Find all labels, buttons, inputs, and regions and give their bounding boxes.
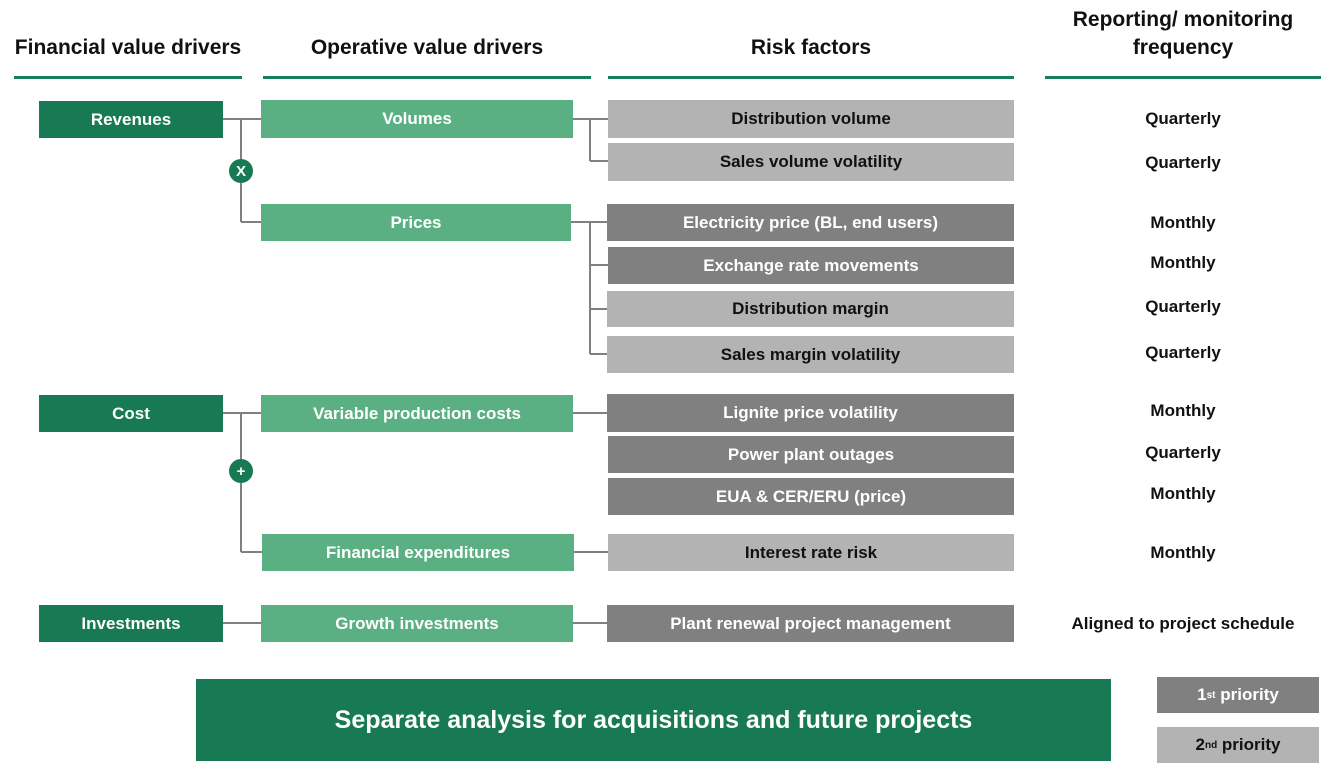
risk-factor: Power plant outages [608, 436, 1014, 473]
reporting-frequency: Quarterly [1145, 153, 1221, 172]
legend-second-suffix: nd [1204, 739, 1218, 751]
legend-first-text: priority [1215, 685, 1279, 704]
plus-operator-icon: + [229, 459, 253, 483]
risk-factor: Sales volume volatility [608, 143, 1014, 181]
legend-second-number: 2 [1195, 735, 1205, 754]
reporting-frequency: Monthly [1150, 213, 1216, 232]
risk-factor: Electricity price (BL, end users) [607, 204, 1014, 241]
reporting-frequency: Quarterly [1145, 443, 1221, 462]
operative-driver-variable-production-costs: Variable production costs [261, 395, 573, 432]
operative-driver-prices: Prices [261, 204, 571, 241]
legend-first-number: 1 [1197, 685, 1207, 704]
reporting-frequency: Quarterly [1145, 109, 1221, 128]
legend-first-suffix: st [1206, 689, 1216, 701]
header-risk-factors: Risk factors [750, 36, 872, 59]
reporting-frequency: Monthly [1150, 253, 1216, 272]
legend-second-text: priority [1217, 735, 1281, 754]
reporting-frequency: Quarterly [1145, 343, 1221, 362]
financial-driver-investments: Investments [39, 605, 223, 642]
risk-factor: Exchange rate movements [608, 247, 1014, 284]
financial-driver-revenues: Revenues [39, 101, 223, 138]
operative-driver-growth-investments: Growth investments [261, 605, 573, 642]
header-operative-value-drivers: Operative value drivers [310, 36, 544, 59]
financial-driver-cost: Cost [39, 395, 223, 432]
risk-factor: Plant renewal project management [607, 605, 1014, 642]
header-reporting-frequency: Reporting/ monitoring frequency [1072, 8, 1294, 59]
reporting-frequency: Quarterly [1145, 297, 1221, 316]
reporting-frequency: Monthly [1150, 543, 1216, 562]
header-rule [608, 76, 1014, 79]
risk-factor: Lignite price volatility [607, 394, 1014, 432]
risk-factor: Distribution volume [608, 100, 1014, 138]
reporting-frequency: Monthly [1150, 484, 1216, 503]
header-rule [14, 76, 242, 79]
multiply-operator-icon: X [229, 159, 253, 183]
header-financial-value-drivers: Financial value drivers [14, 36, 242, 59]
risk-factor: Sales margin volatility [607, 336, 1014, 373]
reporting-frequency: Aligned to project schedule [1071, 614, 1295, 633]
operative-driver-volumes: Volumes [261, 100, 573, 138]
header-rule [263, 76, 591, 79]
separate-analysis-banner: Separate analysis for acquisitions and f… [196, 679, 1111, 761]
operative-driver-financial-expenditures: Financial expenditures [262, 534, 574, 571]
risk-factor: Interest rate risk [608, 534, 1014, 571]
risk-factor: Distribution margin [607, 291, 1014, 327]
header-rule [1045, 76, 1321, 79]
risk-factor: EUA & CER/ERU (price) [608, 478, 1014, 515]
reporting-frequency: Monthly [1150, 401, 1216, 420]
